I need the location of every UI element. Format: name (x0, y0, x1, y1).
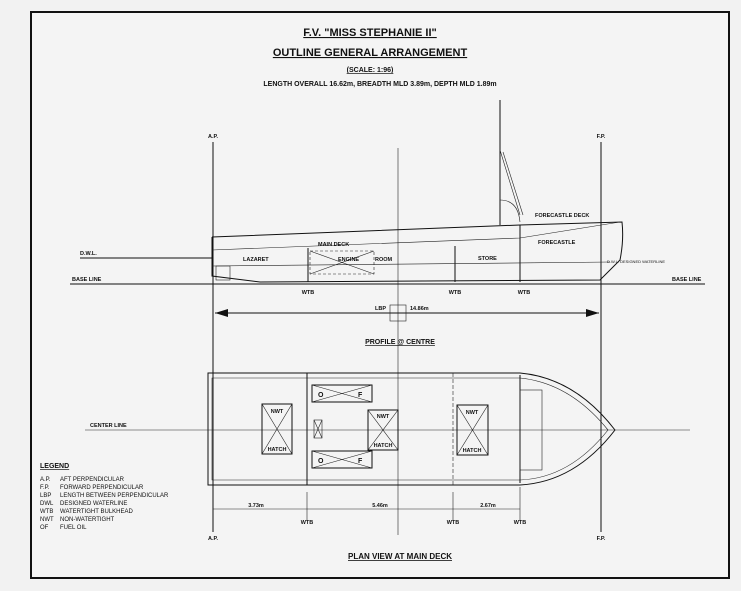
fuel-oil-tank-starboard: O F (311, 450, 373, 469)
dim-fwd: 2.67m (480, 503, 496, 509)
svg-text:HATCH: HATCH (463, 448, 482, 454)
drawing-title: F.V. "MISS STEPHANIE II" (303, 27, 437, 39)
legend-item: WTB WATERTIGHT BULKHEAD (40, 509, 133, 515)
hatch-aft: NWT HATCH (261, 403, 293, 455)
svg-text:O: O (318, 392, 324, 399)
main-deck-label: MAIN DECK (318, 242, 349, 248)
wtb-label: WTB (301, 520, 314, 526)
svg-text:DWL: DWL (40, 501, 54, 507)
lazaret-label: LAZARET (243, 257, 269, 263)
drawing-subtitle: OUTLINE GENERAL ARRANGEMENT (273, 47, 468, 59)
lbp-label: LBP (375, 306, 386, 312)
legend-item: OF FUEL OIL (40, 525, 87, 531)
sheet-border (30, 11, 730, 579)
center-line-label: CENTER LINE (90, 423, 127, 429)
svg-text:LBP: LBP (40, 493, 51, 499)
store-label: STORE (478, 256, 497, 262)
engine-label: ENGINE (338, 257, 359, 263)
principal-dimensions: LENGTH OVERALL 16.62m, BREADTH MLD 3.89m… (263, 81, 496, 88)
wtb-label: WTB (447, 520, 460, 526)
dim-mid: 5.46m (372, 503, 388, 509)
legend: LEGEND A.P. AFT PERPENDICULAR F.P. FORWARD… (40, 463, 169, 531)
svg-text:AFT PERPENDICULAR: AFT PERPENDICULAR (60, 477, 125, 483)
base-line-left-label: BASE LINE (72, 277, 102, 283)
dwl-note: D.W.L. DESIGNED WATERLINE (607, 259, 665, 264)
profile-view: D.W.L. BASE LINE BASE LINE FORECASTLE DE… (70, 100, 705, 346)
svg-text:DESIGNED WATERLINE: DESIGNED WATERLINE (60, 501, 127, 507)
plan-view: CENTER LINE NWT HATCH NWT HATCH NWT HATC… (85, 372, 690, 561)
forecastle-deck-label: FORECASTLE DECK (535, 213, 589, 219)
svg-text:NWT: NWT (377, 414, 390, 420)
ap-label-bottom: A.P. (208, 536, 218, 542)
svg-text:FUEL OIL: FUEL OIL (60, 525, 87, 531)
svg-text:FORWARD PERPENDICULAR: FORWARD PERPENDICULAR (60, 485, 144, 491)
fp-label-bottom: F.P. (597, 536, 606, 542)
legend-item: F.P. FORWARD PERPENDICULAR (40, 485, 144, 491)
hatch-centre: NWT HATCH (367, 409, 399, 451)
dwl-label: D.W.L. (80, 251, 97, 257)
plan-caption: PLAN VIEW AT MAIN DECK (348, 552, 452, 561)
dim-aft: 3.73m (248, 503, 264, 509)
lbp-value: 14.86m (410, 306, 429, 312)
wtb-label: WTB (302, 290, 315, 296)
svg-text:HATCH: HATCH (268, 447, 287, 453)
svg-text:F: F (358, 392, 363, 399)
fp-label-top: F.P. (597, 134, 606, 140)
svg-text:O: O (318, 458, 324, 465)
hull-outline (211, 221, 624, 283)
forecastle-label: FORECASTLE (538, 240, 576, 246)
legend-item: A.P. AFT PERPENDICULAR (40, 477, 125, 483)
svg-text:A.P.: A.P. (40, 477, 51, 483)
legend-item: LBP LENGTH BETWEEN PERPENDICULAR (40, 493, 169, 499)
profile-caption: PROFILE @ CENTRE (365, 339, 435, 346)
wtb-label: WTB (518, 290, 531, 296)
svg-text:F.P.: F.P. (40, 485, 50, 491)
svg-text:WATERTIGHT BULKHEAD: WATERTIGHT BULKHEAD (60, 509, 133, 515)
svg-text:NWT: NWT (271, 409, 284, 415)
room-label: ROOM (375, 257, 393, 263)
svg-text:NWT: NWT (40, 517, 54, 523)
svg-text:OF: OF (40, 525, 49, 531)
ap-label-top: A.P. (208, 134, 218, 140)
legend-item: DWL DESIGNED WATERLINE (40, 501, 127, 507)
svg-text:F: F (358, 458, 363, 465)
wtb-label: WTB (514, 520, 527, 526)
base-line-right-label: BASE LINE (672, 277, 702, 283)
legend-title: LEGEND (40, 463, 69, 470)
drawing-scale: (SCALE: 1:96) (347, 67, 394, 74)
svg-text:LENGTH BETWEEN PERPENDICULAR: LENGTH BETWEEN PERPENDICULAR (60, 493, 169, 499)
svg-text:HATCH: HATCH (374, 443, 393, 449)
wtb-label: WTB (449, 290, 462, 296)
svg-text:WTB: WTB (40, 509, 53, 515)
svg-text:NWT: NWT (466, 410, 479, 416)
legend-item: NWT NON-WATERTIGHT (40, 517, 115, 523)
svg-text:NON-WATERTIGHT: NON-WATERTIGHT (60, 517, 115, 523)
hatch-fwd: NWT HATCH (456, 404, 489, 456)
fuel-oil-tank-port: O F (311, 384, 373, 403)
